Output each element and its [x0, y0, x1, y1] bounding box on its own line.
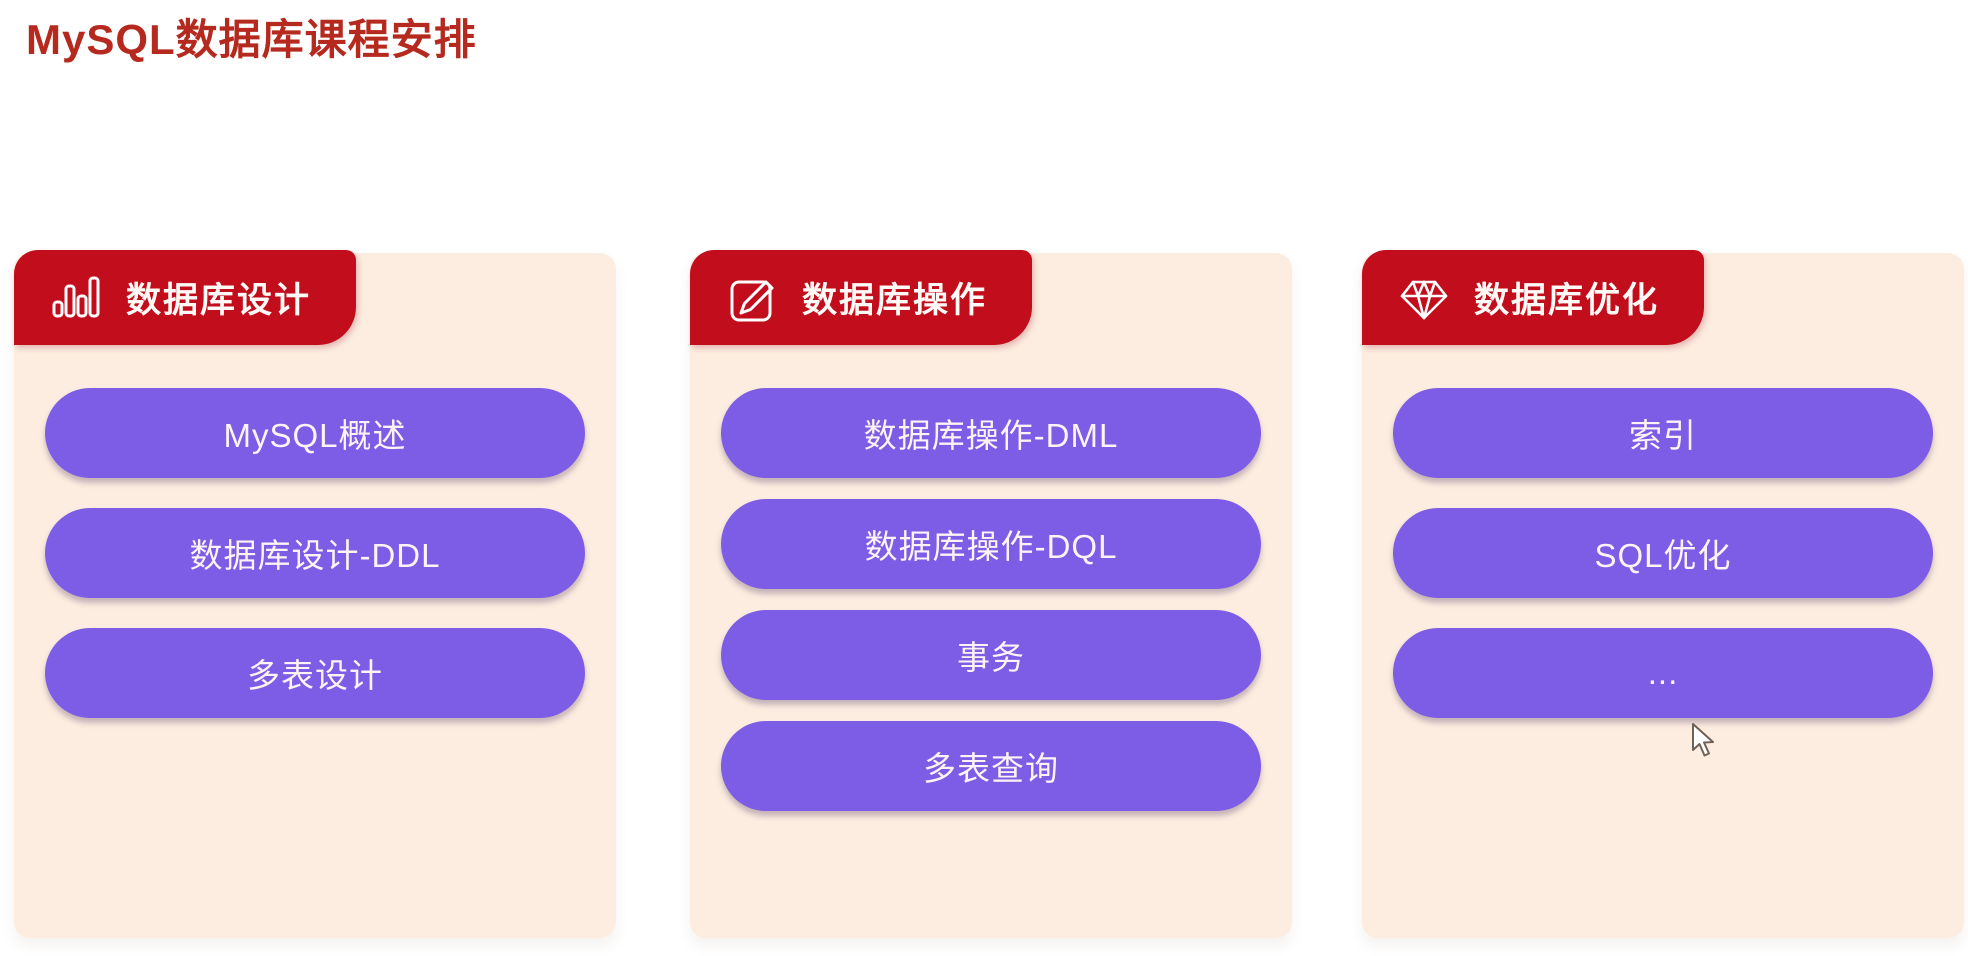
- mouse-cursor: [1692, 723, 1714, 757]
- course-topic-list: 索引 SQL优化 ...: [1362, 253, 1964, 718]
- course-column-database-design: 数据库设计 MySQL概述 数据库设计-DDL 多表设计: [14, 250, 616, 938]
- course-column-database-operation: 数据库操作 数据库操作-DML 数据库操作-DQL 事务 多表查询: [690, 250, 1292, 938]
- course-topic-pill: 事务: [721, 610, 1261, 700]
- bar-chart-icon: [52, 276, 100, 317]
- course-topic-pill: 索引: [1393, 388, 1933, 478]
- course-topic-pill: ...: [1393, 628, 1933, 718]
- pencil-edit-icon: [730, 280, 774, 321]
- column-header-database-design: 数据库设计: [14, 250, 356, 345]
- gem-icon: [1400, 280, 1448, 319]
- course-topic-pill: 多表设计: [45, 628, 585, 718]
- course-topic-pill: 数据库操作-DQL: [721, 499, 1261, 589]
- course-topic-pill: 数据库设计-DDL: [45, 508, 585, 598]
- page-title: MySQL数据库课程安排: [26, 16, 477, 63]
- column-header-database-optimization: 数据库优化: [1362, 250, 1704, 345]
- column-header-label: 数据库操作: [802, 281, 988, 320]
- course-column-database-optimization: 数据库优化 索引 SQL优化 ...: [1362, 250, 1964, 938]
- column-header-label: 数据库优化: [1474, 281, 1660, 320]
- course-topic-pill: 多表查询: [721, 721, 1261, 811]
- column-header-label: 数据库设计: [126, 281, 312, 320]
- course-topic-pill: MySQL概述: [45, 388, 585, 478]
- course-topic-pill: 数据库操作-DML: [721, 388, 1261, 478]
- course-topic-list: MySQL概述 数据库设计-DDL 多表设计: [14, 253, 616, 718]
- course-topic-pill: SQL优化: [1393, 508, 1933, 598]
- course-topic-list: 数据库操作-DML 数据库操作-DQL 事务 多表查询: [690, 253, 1292, 811]
- column-header-database-operation: 数据库操作: [690, 250, 1032, 345]
